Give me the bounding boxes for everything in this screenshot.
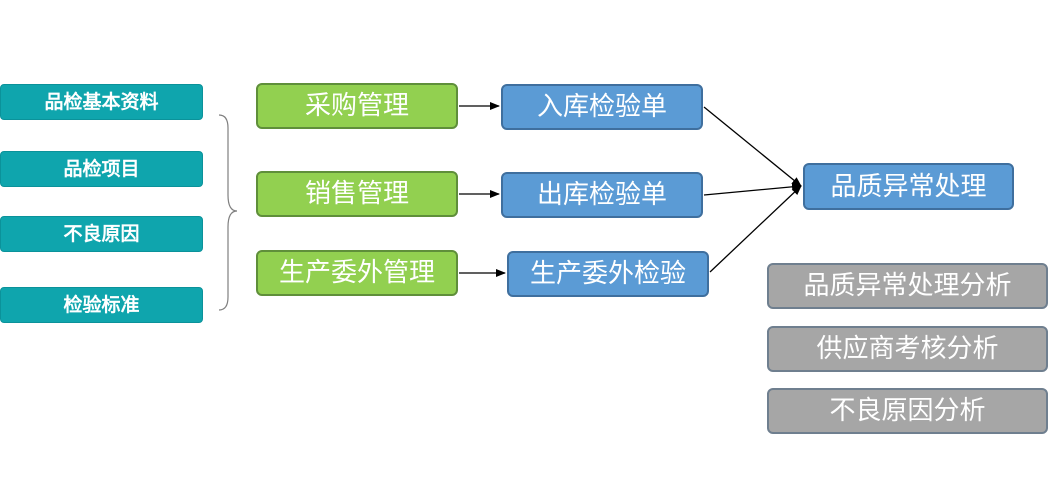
quality-exception-handling: 品质异常处理: [803, 163, 1014, 210]
arrow-outbound-to-exception: [703, 182, 802, 196]
analysis-defect-cause: 不良原因分析: [767, 388, 1048, 434]
doc-outbound-inspection: 出库检验单: [501, 172, 703, 218]
arrow-inbound-to-exception: [703, 106, 802, 187]
doc-inbound-inspection: 入库检验单: [501, 84, 703, 130]
doc-outsourcing-inspection: 生产委外检验: [507, 251, 709, 297]
base-item-inspection-items: 品检项目: [0, 151, 203, 187]
grouping-brace: [218, 114, 238, 311]
analysis-supplier-evaluation: 供应商考核分析: [767, 326, 1048, 372]
module-sales: 销售管理: [256, 171, 458, 217]
arrow-outsourcing-to-exception: [709, 185, 802, 273]
base-item-inspection-basic-data: 品检基本资料: [0, 84, 203, 120]
module-production-outsourcing: 生产委外管理: [256, 250, 458, 296]
base-item-defect-causes: 不良原因: [0, 216, 203, 252]
base-item-inspection-standards: 检验标准: [0, 287, 203, 323]
analysis-quality-exception: 品质异常处理分析: [767, 263, 1048, 309]
module-purchasing: 采购管理: [256, 83, 458, 129]
